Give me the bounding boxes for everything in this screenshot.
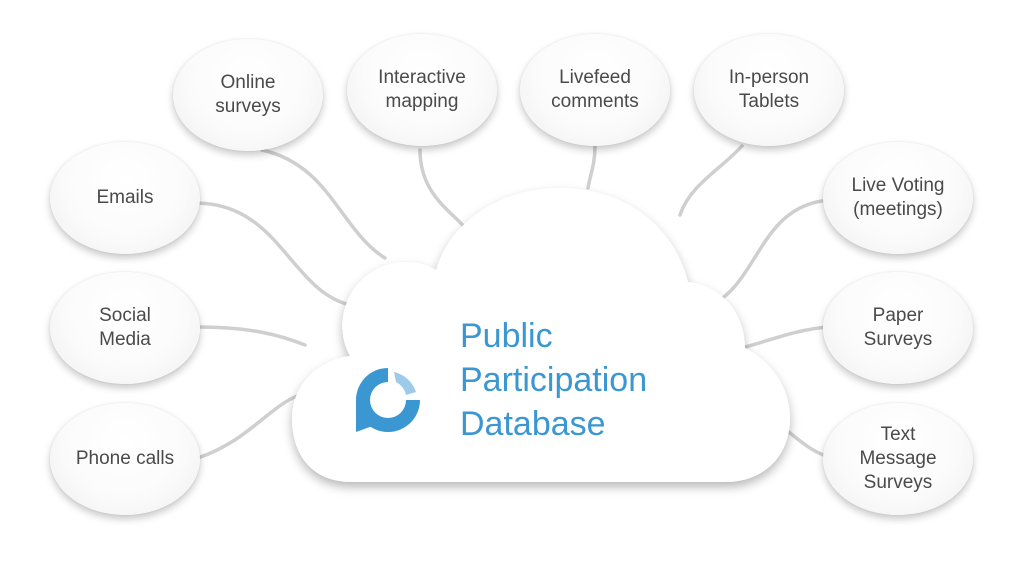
connector-inperson-tablets [678,144,744,217]
bubble-label: Online surveys [215,72,281,117]
bubble-label: Live Voting (meetings) [851,175,945,220]
bubble-label: Text Message Surveys [859,424,937,493]
bubble-text-message-surveys[interactable]: Text Message Surveys [823,403,973,515]
bubble-phone-calls[interactable]: Phone calls [50,403,200,515]
bubble-label: Phone calls [75,448,175,469]
connector-live-voting [710,198,832,307]
connector-emails [196,201,352,307]
bubble-live-voting[interactable]: Live Voting (meetings) [823,142,973,254]
circular-arrow-logo-icon [356,368,420,432]
bubble-inperson-tablets[interactable]: In-person Tablets [694,34,844,146]
connector-livefeed-comments [586,144,597,190]
bubble-online-surveys[interactable]: Online surveys [173,39,323,151]
bubble-label: In-person Tablets [728,67,810,112]
bubble-label: Interactive mapping [378,67,466,112]
connector-online-surveys [260,148,387,260]
bubble-social-media[interactable]: Social Media [50,272,200,384]
center-title: Public Participation Database [460,317,648,443]
connector-social-media [196,325,307,347]
bubble-interactive-mapping[interactable]: Interactive mapping [347,34,497,146]
bubble-label: Emails [96,187,154,208]
bubble-paper-surveys[interactable]: Paper Surveys [823,272,973,384]
bubble-livefeed-comments[interactable]: Livefeed comments [520,34,670,146]
bubble-label: Paper Surveys [863,305,933,350]
bubble-label: Social Media [99,305,151,350]
bubble-emails[interactable]: Emails [50,142,200,254]
bubble-label: Livefeed comments [551,67,639,112]
connector-phone-calls [196,393,302,460]
